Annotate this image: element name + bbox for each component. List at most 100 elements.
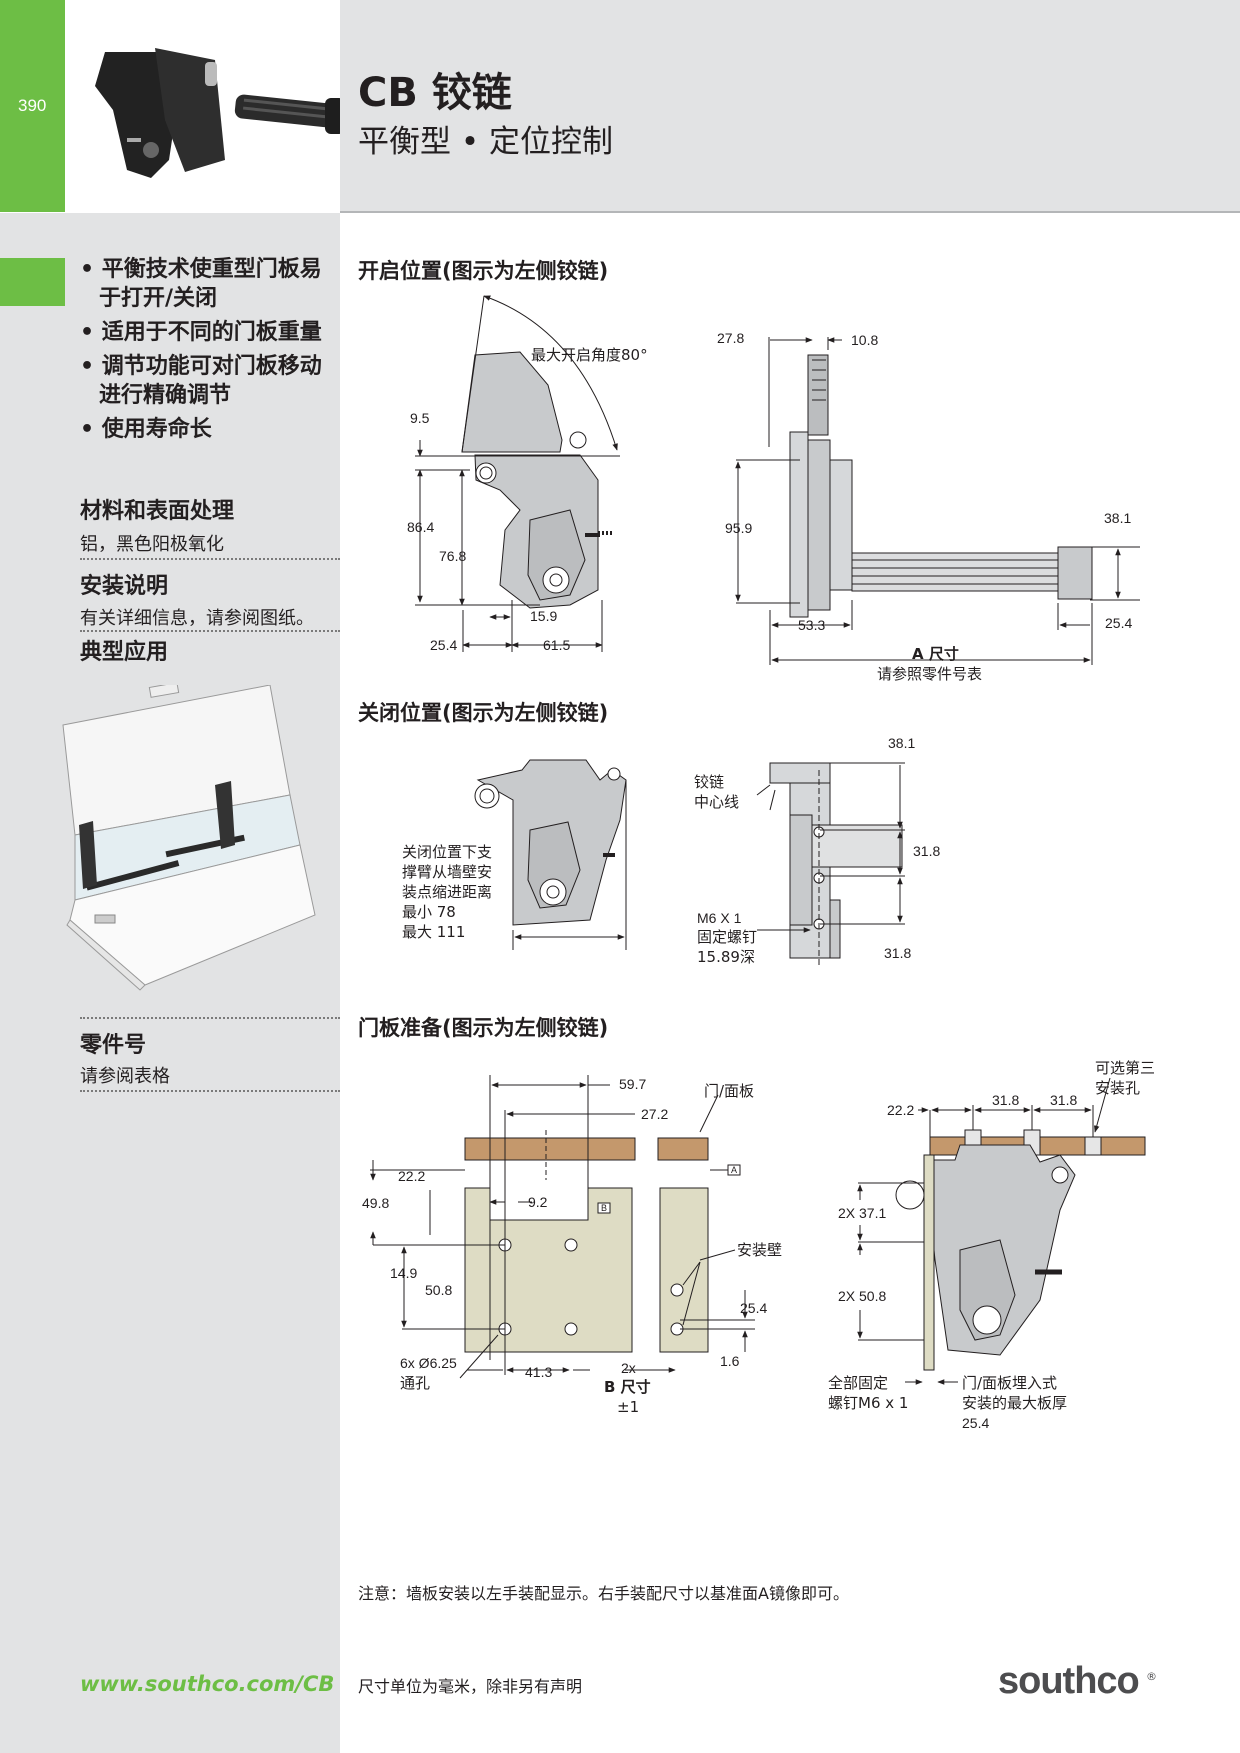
application-heading: 典型应用 xyxy=(80,640,169,665)
sidebar xyxy=(0,213,340,1753)
sidebar-green-tab xyxy=(0,258,65,306)
dim-10-8: 10.8 xyxy=(851,332,879,348)
install-heading: 安装说明 xyxy=(80,574,169,599)
max-open-angle: 最大开启角度80° xyxy=(531,346,648,364)
closed-dim-38-1: 38.1 xyxy=(888,735,916,751)
screw-label: 固定螺钉 xyxy=(697,928,758,946)
dim-25-4-door: 25.4 xyxy=(740,1300,768,1316)
open-position-heading: 开启位置(图示为左侧铰链) xyxy=(358,259,609,283)
dim-50-8: 50.8 xyxy=(425,1282,453,1298)
b-tolerance: ±1 xyxy=(617,1398,640,1416)
closed-position-heading: 关闭位置(图示为左侧铰链) xyxy=(358,701,609,725)
setback-max: 最大 111 xyxy=(402,923,466,941)
open-side-view xyxy=(415,295,620,652)
screws-all-1: 全部固定 xyxy=(828,1374,889,1392)
door-prep-heading: 门板准备(图示为左侧铰链) xyxy=(358,1016,609,1040)
setback-line-1: 关闭位置下支 xyxy=(402,843,493,861)
door-prep-section-view xyxy=(857,1077,1146,1385)
hinge-product-image xyxy=(95,48,340,178)
dim-95-9: 95.9 xyxy=(725,520,753,536)
divider xyxy=(80,630,340,632)
open-front-view xyxy=(735,337,1140,665)
page-number: 390 xyxy=(18,96,47,115)
optional-third-hole-2: 安装孔 xyxy=(1095,1079,1141,1097)
header-green-band xyxy=(0,0,65,212)
divider xyxy=(80,558,340,560)
application-image xyxy=(55,685,325,995)
feature-3a: • 调节功能可对门板移动 xyxy=(80,354,322,379)
feature-2: • 适用于不同的门板重量 xyxy=(80,320,322,345)
southco-logo: southco xyxy=(998,1660,1140,1702)
a-dimension: A 尺寸 xyxy=(912,645,959,663)
toolbox-illustration xyxy=(62,685,316,991)
dim-53-3: 53.3 xyxy=(798,617,826,633)
assembly-note: 注意：墙板安装以左手装配显示。右手装配尺寸以基准面A镜像即可。 xyxy=(358,1584,849,1603)
a-dimension-note: 请参照零件号表 xyxy=(877,665,983,683)
feature-1a: • 平衡技术使重型门板易 xyxy=(80,257,322,282)
units-note: 尺寸单位为毫米，除非另有声明 xyxy=(358,1677,583,1696)
door-panel-label: 门/面板 xyxy=(704,1082,755,1100)
divider xyxy=(80,1090,340,1092)
right-dim-50-8: 2X 50.8 xyxy=(838,1288,887,1304)
b-dim-count: 2x xyxy=(621,1360,636,1376)
feature-3b: 进行精确调节 xyxy=(99,383,232,408)
product-image-area xyxy=(65,0,340,212)
screws-all-2: 螺钉M6 x 1 xyxy=(828,1394,909,1412)
dim-15-9: 15.9 xyxy=(530,608,558,624)
holes-through: 通孔 xyxy=(400,1374,431,1392)
page-subtitle: 平衡型 • 定位控制 xyxy=(358,124,613,160)
datum-b: B xyxy=(601,1203,608,1213)
dim-41-3: 41.3 xyxy=(525,1364,553,1380)
install-text: 有关详细信息，请参阅图纸。 xyxy=(80,608,314,629)
dim-59-7: 59.7 xyxy=(619,1076,647,1092)
closed-front-view xyxy=(756,762,905,965)
setback-line-3: 装点缩进距离 xyxy=(402,883,493,901)
dim-9-5: 9.5 xyxy=(410,410,430,426)
registered-mark: ® xyxy=(1146,1670,1157,1683)
closed-dim-31-8b: 31.8 xyxy=(884,945,912,961)
right-dim-31-8a: 31.8 xyxy=(992,1092,1020,1108)
dim-27-8: 27.8 xyxy=(717,330,745,346)
dim-14-9: 14.9 xyxy=(390,1265,418,1281)
dim-9-2: 9.2 xyxy=(528,1194,548,1210)
website-link[interactable]: www.southco.com/CB xyxy=(80,1672,335,1696)
door-prep-plate-view xyxy=(370,1075,755,1379)
embed-3: 25.4 xyxy=(962,1415,990,1431)
right-dim-31-8b: 31.8 xyxy=(1050,1092,1078,1108)
dim-61-5: 61.5 xyxy=(543,637,571,653)
feature-1b: 于打开/关闭 xyxy=(99,286,218,311)
part-text: 请参阅表格 xyxy=(80,1066,170,1087)
feature-4: • 使用寿命长 xyxy=(80,417,212,442)
setback-line-2: 撑臂从墙壁安 xyxy=(402,863,493,881)
right-dim-22-2: 22.2 xyxy=(887,1102,915,1118)
datum-a: A xyxy=(731,1165,738,1175)
material-text: 铝，黑色阳极氧化 xyxy=(80,534,224,555)
screw-depth: 15.89深 xyxy=(697,948,755,966)
dim-22-2: 22.2 xyxy=(398,1168,426,1184)
divider xyxy=(80,1017,340,1019)
closed-side-view xyxy=(474,759,627,950)
embed-2: 安装的最大板厚 xyxy=(962,1394,1068,1412)
dim-25-4b: 25.4 xyxy=(1105,615,1133,631)
dim-27-2: 27.2 xyxy=(641,1106,669,1122)
dim-49-8: 49.8 xyxy=(362,1195,390,1211)
part-heading: 零件号 xyxy=(80,1033,147,1058)
right-dim-37-1: 2X 37.1 xyxy=(838,1205,887,1221)
hinge-centerline-1: 铰链 xyxy=(694,773,725,791)
holes-spec: 6x Ø6.25 xyxy=(400,1355,457,1371)
hinge-centerline-2: 中心线 xyxy=(694,793,740,811)
screw-spec: M6 X 1 xyxy=(697,910,742,926)
setback-min: 最小 78 xyxy=(402,903,456,921)
optional-third-hole-1: 可选第三 xyxy=(1095,1059,1156,1077)
mounting-wall-label: 安装壁 xyxy=(737,1241,783,1259)
closed-dim-31-8a: 31.8 xyxy=(913,843,941,859)
material-heading: 材料和表面处理 xyxy=(80,499,235,524)
dim-76-8: 76.8 xyxy=(439,548,467,564)
header-title-band xyxy=(340,0,1240,213)
dim-38-1: 38.1 xyxy=(1104,510,1132,526)
dim-1-6: 1.6 xyxy=(720,1353,740,1369)
dim-86-4: 86.4 xyxy=(407,519,435,535)
page-title: CB 铰链 xyxy=(358,70,512,116)
b-dimension: B 尺寸 xyxy=(604,1378,651,1396)
